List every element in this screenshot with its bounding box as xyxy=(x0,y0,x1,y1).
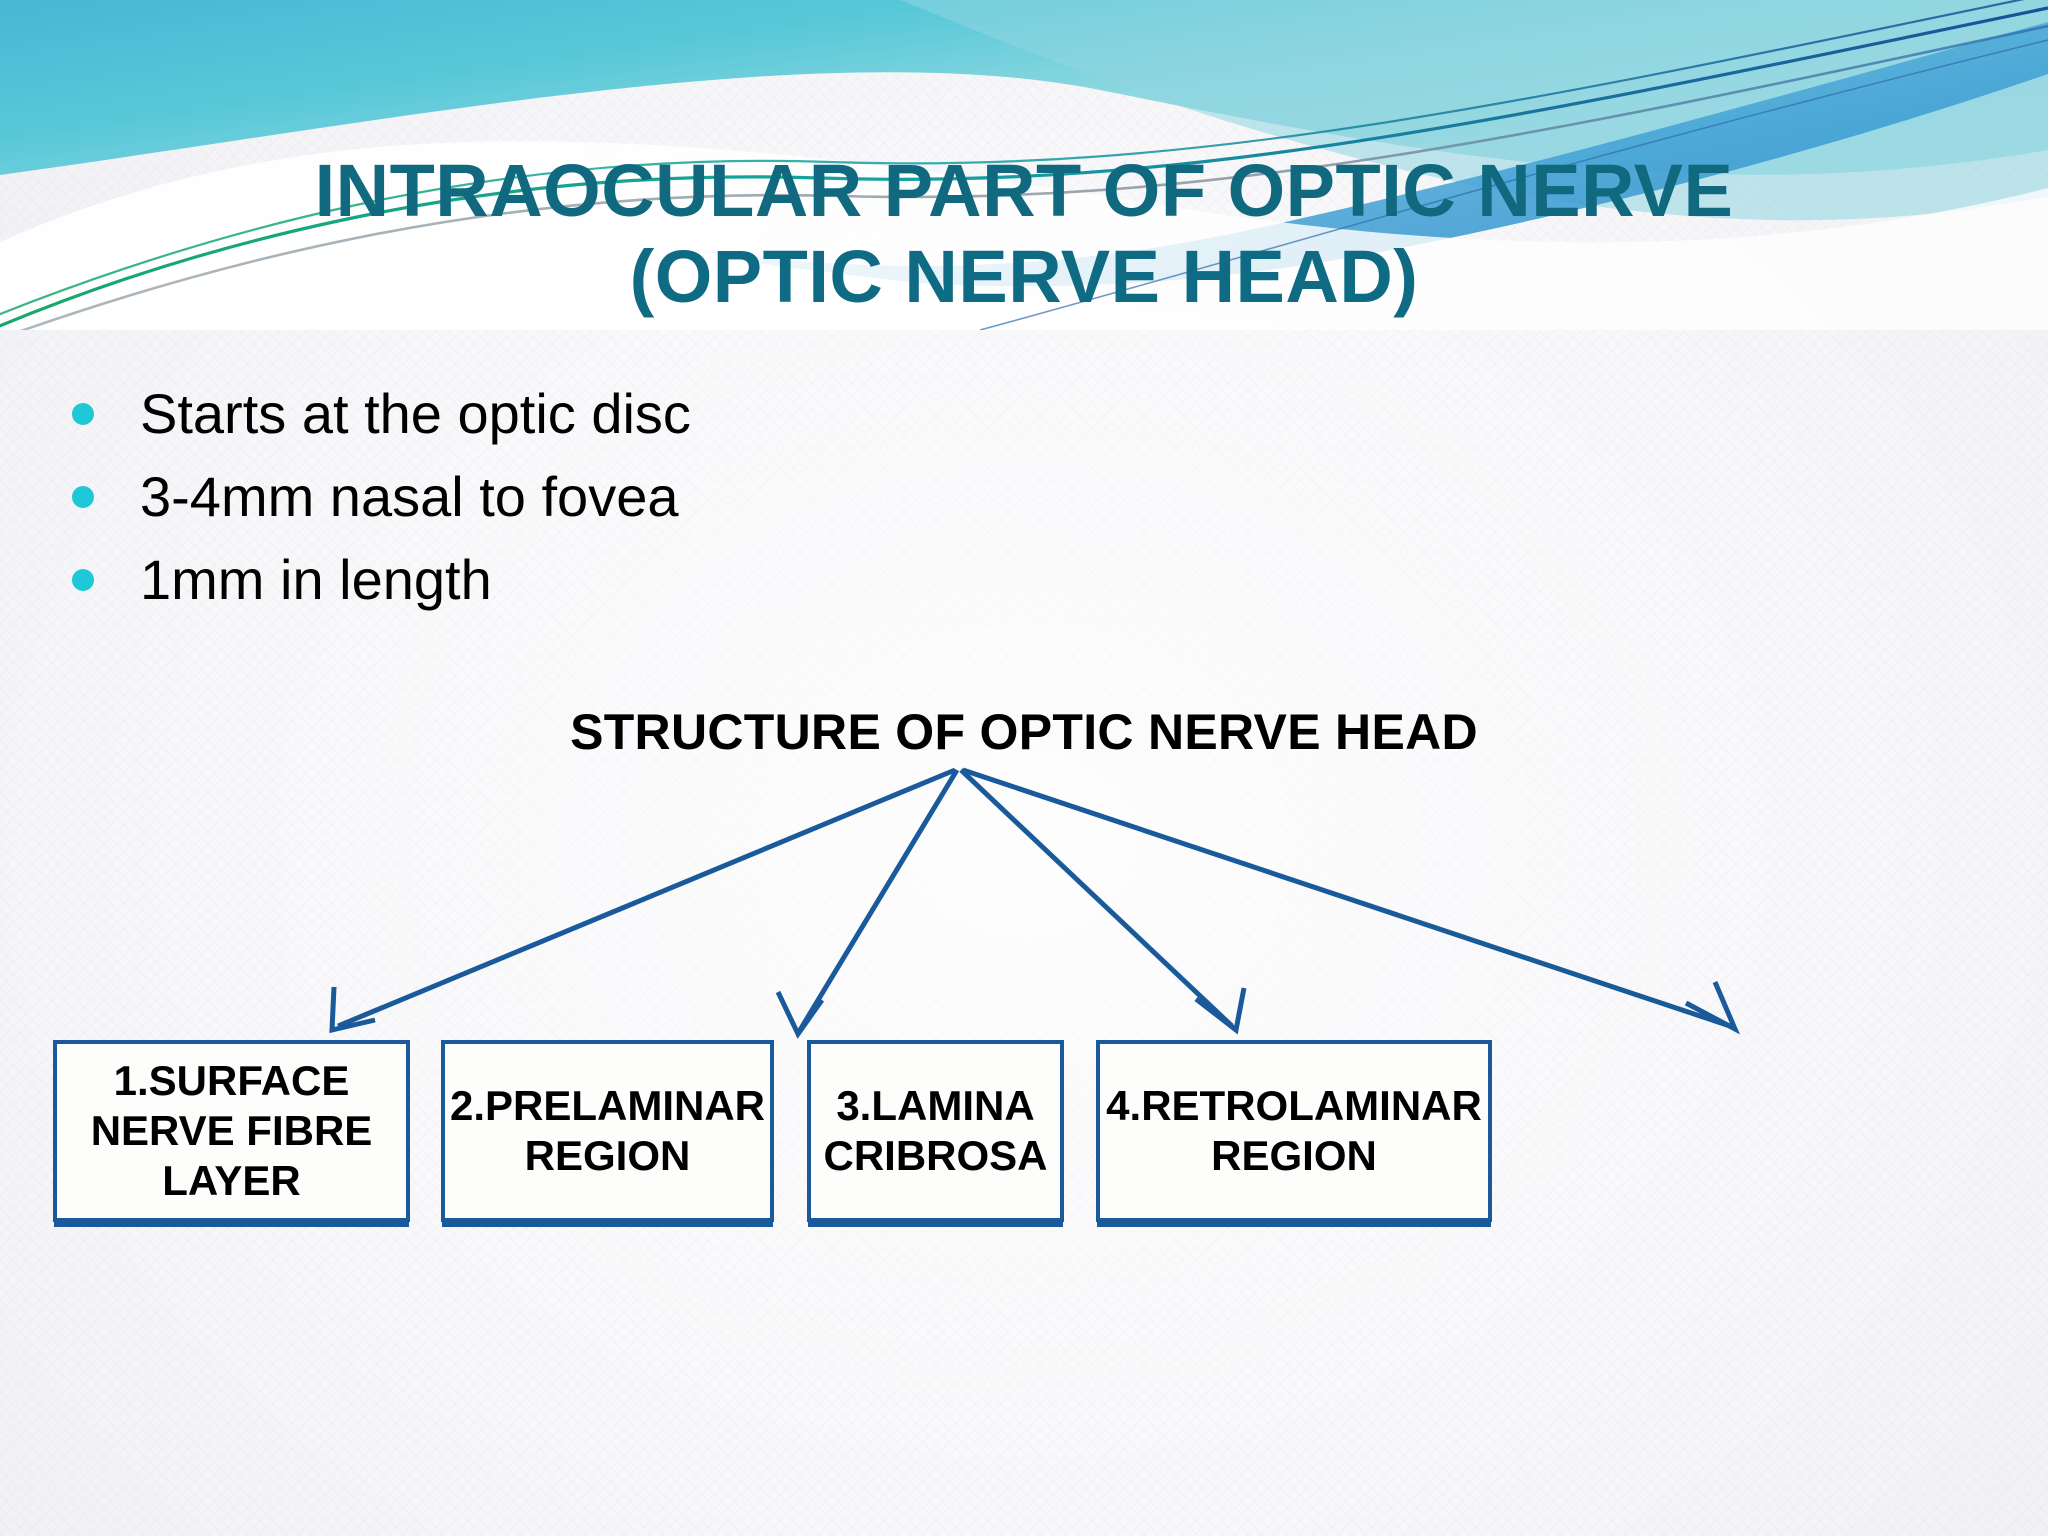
diagram-box-1-label: 1.SURFACE NERVE FIBRE LAYER xyxy=(90,1057,373,1204)
bullet-item-1: Starts at the optic disc xyxy=(72,372,1272,455)
bullet-item-3-label: 1mm in length xyxy=(140,547,492,611)
diagram-node-row: 1.SURFACE NERVE FIBRE LAYER 2.PRELAMINAR… xyxy=(0,1040,2048,1230)
slide-title-line-2: (OPTIC NERVE HEAD) xyxy=(629,235,1419,318)
diagram-box-lamina-cribrosa[interactable]: 3.LAMINA CRIBROSA xyxy=(807,1040,1064,1222)
slide-title: INTRAOCULAR PART OF OPTIC NERVE (OPTIC N… xyxy=(0,148,2048,320)
diagram-box-3-label: 3.LAMINA CRIBROSA xyxy=(823,1082,1048,1179)
bullet-item-2-label: 3-4mm nasal to fovea xyxy=(140,464,679,528)
diagram-heading: STRUCTURE OF OPTIC NERVE HEAD xyxy=(570,704,1478,760)
bullet-item-3: 1mm in length xyxy=(72,538,1272,621)
diagram-box-2-label: 2.PRELAMINAR REGION xyxy=(449,1082,766,1179)
diagram-box-retrolaminar-region[interactable]: 4.RETROLAMINAR REGION xyxy=(1096,1040,1492,1222)
bullet-item-1-label: Starts at the optic disc xyxy=(140,381,691,445)
bullet-list: Starts at the optic disc 3-4mm nasal to … xyxy=(72,372,1272,621)
bullet-dot-icon xyxy=(72,402,94,425)
diagram-box-4-label: 4.RETROLAMINAR REGION xyxy=(1106,1082,1482,1179)
header-swoosh-decoration xyxy=(0,0,2048,330)
diagram-box-surface-nerve-fibre-layer[interactable]: 1.SURFACE NERVE FIBRE LAYER xyxy=(53,1040,410,1222)
slide-title-line-1: INTRAOCULAR PART OF OPTIC NERVE xyxy=(314,149,1734,232)
bullet-dot-icon xyxy=(72,485,94,508)
diagram-box-prelaminar-region[interactable]: 2.PRELAMINAR REGION xyxy=(441,1040,774,1222)
bullet-item-2: 3-4mm nasal to fovea xyxy=(72,455,1272,538)
bullet-dot-icon xyxy=(72,568,94,591)
